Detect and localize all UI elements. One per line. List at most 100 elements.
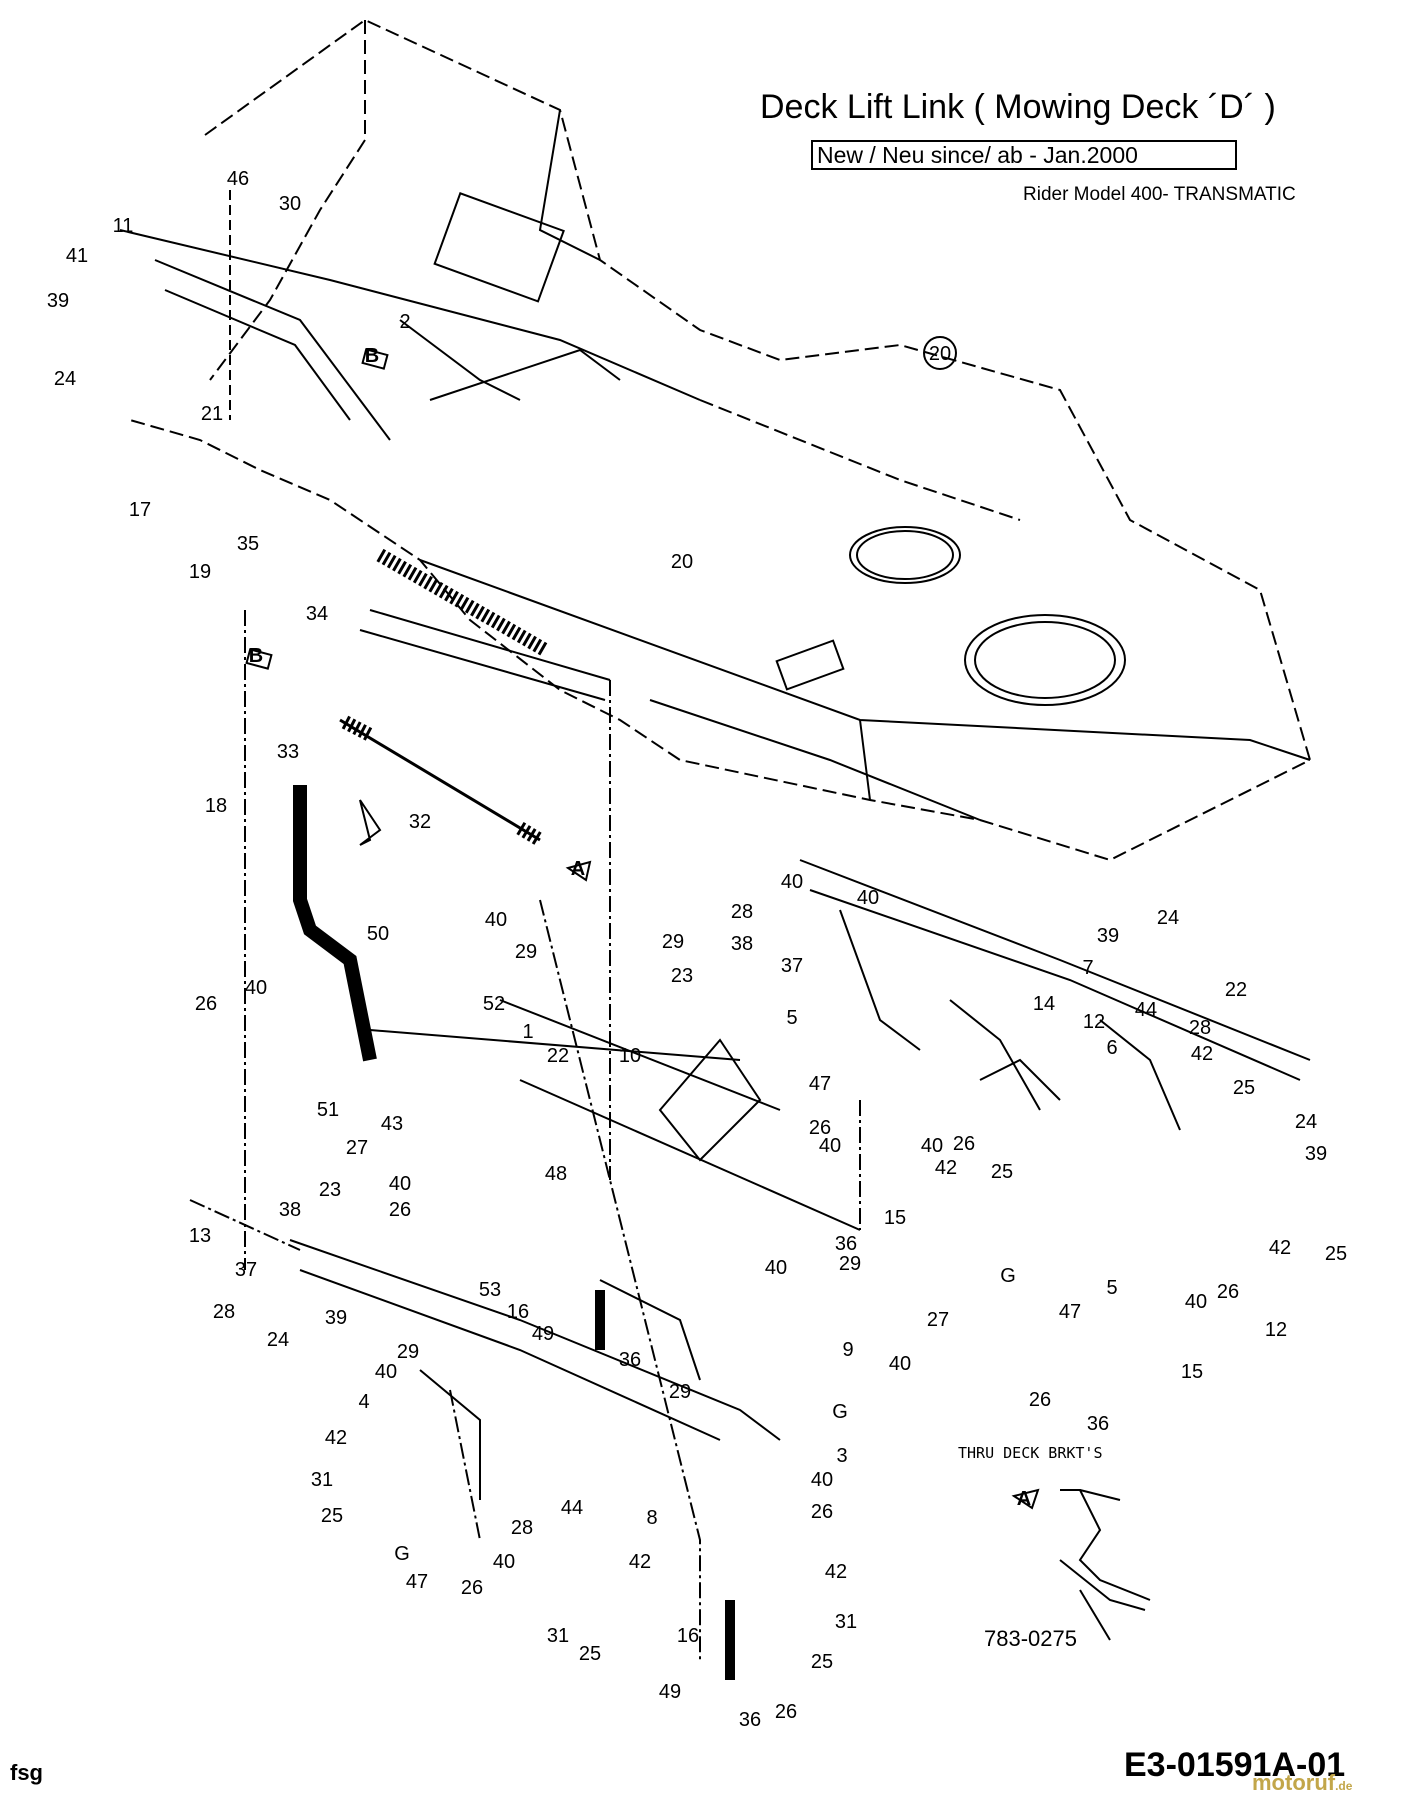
callout-c53: 53 bbox=[479, 1279, 501, 1301]
callout-c24b: 24 bbox=[1157, 907, 1179, 929]
callout-c25f: 25 bbox=[811, 1651, 833, 1673]
callout-c25e: 25 bbox=[579, 1643, 601, 1665]
callout-c37b: 37 bbox=[235, 1259, 257, 1281]
callout-c12b: 12 bbox=[1265, 1319, 1287, 1341]
part-number-label: 783-0275 bbox=[984, 1626, 1077, 1651]
callout-c42b: 42 bbox=[935, 1157, 957, 1179]
callout-c33: 33 bbox=[277, 741, 299, 763]
callout-circle-20 bbox=[923, 336, 957, 370]
callout-c47b: 47 bbox=[1059, 1301, 1081, 1323]
callout-c28c: 28 bbox=[213, 1301, 235, 1323]
callout-c23b: 23 bbox=[319, 1179, 341, 1201]
callout-c29d: 29 bbox=[397, 1341, 419, 1363]
frame-chassis-drawing bbox=[119, 18, 1312, 1680]
callout-cG3: G bbox=[394, 1543, 410, 1565]
callout-c14: 14 bbox=[1033, 993, 1055, 1015]
callout-c28b: 28 bbox=[1189, 1017, 1211, 1039]
callout-c9: 9 bbox=[842, 1339, 853, 1361]
callout-c40l: 40 bbox=[811, 1469, 833, 1491]
callout-c25c: 25 bbox=[1325, 1243, 1347, 1265]
callout-cG2: G bbox=[832, 1401, 848, 1423]
callout-c3: 3 bbox=[836, 1445, 847, 1467]
callout-c40b: 40 bbox=[857, 887, 879, 909]
callout-c27a: 27 bbox=[346, 1137, 368, 1159]
callout-c18: 18 bbox=[205, 795, 227, 817]
callout-c22b: 22 bbox=[547, 1045, 569, 1067]
callout-c40j: 40 bbox=[889, 1353, 911, 1375]
callout-c31a: 31 bbox=[311, 1469, 333, 1491]
callout-c40e: 40 bbox=[819, 1135, 841, 1157]
callout-c48: 48 bbox=[545, 1163, 567, 1185]
callout-cA2: A bbox=[1017, 1488, 1031, 1510]
callout-c39b: 39 bbox=[1097, 925, 1119, 947]
callout-c26d: 26 bbox=[389, 1199, 411, 1221]
callout-c2: 2 bbox=[399, 311, 410, 333]
callout-c5b: 5 bbox=[1106, 1277, 1117, 1299]
callout-c39c: 39 bbox=[1305, 1143, 1327, 1165]
callout-c1: 1 bbox=[522, 1021, 533, 1043]
callout-c24a: 24 bbox=[54, 368, 76, 390]
callout-c30: 30 bbox=[279, 193, 301, 215]
callout-c51: 51 bbox=[317, 1099, 339, 1121]
model-label: Rider Model 400- TRANSMATIC bbox=[1023, 184, 1296, 205]
callout-c24c: 24 bbox=[1295, 1111, 1317, 1133]
callout-c36c: 36 bbox=[1087, 1413, 1109, 1435]
callout-c27b: 27 bbox=[927, 1309, 949, 1331]
callout-c43: 43 bbox=[381, 1113, 403, 1135]
callout-c17: 17 bbox=[129, 499, 151, 521]
callout-c50: 50 bbox=[367, 923, 389, 945]
callout-c42d: 42 bbox=[325, 1427, 347, 1449]
diagram-title: Deck Lift Link ( Mowing Deck ´D´ ) bbox=[760, 88, 1276, 126]
watermark-tld: .de bbox=[1335, 1779, 1353, 1793]
callout-c37a: 37 bbox=[781, 955, 803, 977]
callout-c28a: 28 bbox=[731, 901, 753, 923]
callout-c40i: 40 bbox=[765, 1257, 787, 1279]
callout-c31b: 31 bbox=[547, 1625, 569, 1647]
footer-left-text: fsg bbox=[10, 1760, 43, 1785]
callout-c13: 13 bbox=[189, 1225, 211, 1247]
callout-c42c: 42 bbox=[1269, 1237, 1291, 1259]
callout-cG1: G bbox=[1000, 1265, 1016, 1287]
watermark-logo: motoruf.de bbox=[1252, 1770, 1352, 1796]
callout-c29b: 29 bbox=[515, 941, 537, 963]
callout-c22a: 22 bbox=[1225, 979, 1247, 1001]
callout-c44a: 44 bbox=[1135, 999, 1157, 1021]
callout-c49a: 49 bbox=[532, 1323, 554, 1345]
callout-c23a: 23 bbox=[671, 965, 693, 987]
callout-c26a: 26 bbox=[195, 993, 217, 1015]
callout-cB2: B bbox=[249, 645, 263, 667]
callout-c41: 41 bbox=[66, 245, 88, 267]
callout-c40c: 40 bbox=[485, 909, 507, 931]
callout-c38b: 38 bbox=[279, 1199, 301, 1221]
callout-c4: 4 bbox=[358, 1391, 369, 1413]
callout-c40h: 40 bbox=[1185, 1291, 1207, 1313]
callout-c26b: 26 bbox=[809, 1117, 831, 1139]
callout-c25d: 25 bbox=[321, 1505, 343, 1527]
callout-c39d: 39 bbox=[325, 1307, 347, 1329]
callout-c26g: 26 bbox=[811, 1501, 833, 1523]
callout-c10: 10 bbox=[619, 1045, 641, 1067]
callout-c32: 32 bbox=[409, 811, 431, 833]
callout-c8: 8 bbox=[646, 1507, 657, 1529]
callout-c20a: 20 bbox=[929, 343, 951, 365]
callout-c40m: 40 bbox=[493, 1551, 515, 1573]
callout-c47c: 47 bbox=[406, 1571, 428, 1593]
callout-c12a: 12 bbox=[1083, 1011, 1105, 1033]
callout-c42e: 42 bbox=[629, 1551, 651, 1573]
callout-c40d: 40 bbox=[245, 977, 267, 999]
callout-c29e: 29 bbox=[669, 1381, 691, 1403]
callout-cB1: B bbox=[365, 345, 379, 367]
callout-cA1: A bbox=[571, 858, 585, 880]
callout-c19: 19 bbox=[189, 561, 211, 583]
callout-c29c: 29 bbox=[839, 1253, 861, 1275]
callout-c20b: 20 bbox=[671, 551, 693, 573]
callout-c11: 11 bbox=[113, 215, 134, 237]
callout-c28d: 28 bbox=[511, 1517, 533, 1539]
callout-c26f: 26 bbox=[1029, 1389, 1051, 1411]
callout-c38a: 38 bbox=[731, 933, 753, 955]
callout-c52: 52 bbox=[483, 993, 505, 1015]
callout-c29a: 29 bbox=[662, 931, 684, 953]
callout-c15b: 15 bbox=[1181, 1361, 1203, 1383]
callout-c25b: 25 bbox=[991, 1161, 1013, 1183]
